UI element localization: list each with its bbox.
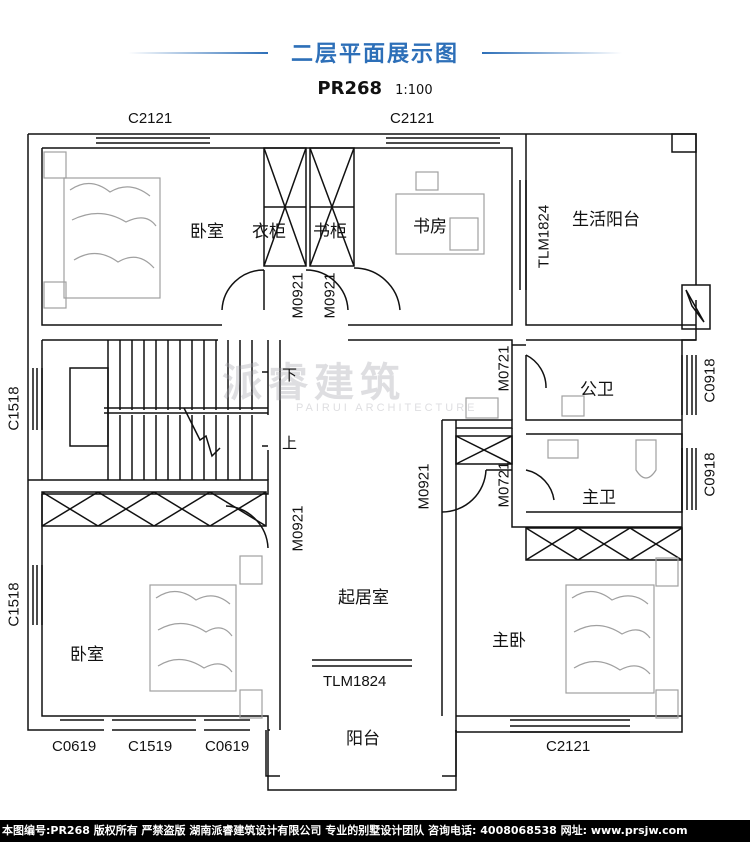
room-living-balcony: 生活阳台 <box>572 210 640 230</box>
dim-window-left-lower: C1518 <box>5 582 23 627</box>
plan-code-line: PR268 1:100 <box>0 78 750 99</box>
dim-door-public-bath: M0721 <box>495 345 513 392</box>
dim-window-public-bath: C0918 <box>701 358 719 403</box>
dim-bottom-win-2: C1519 <box>128 738 173 755</box>
dim-sliding-balcony: TLM1824 <box>323 673 387 690</box>
stair-up-label: 上 <box>282 434 298 452</box>
dim-top-mid-window: C2121 <box>390 110 435 127</box>
room-wardrobe: 衣柜 <box>252 222 286 242</box>
dim-sliding-study: TLM1824 <box>535 204 553 269</box>
plan-scale: 1:100 <box>395 83 433 98</box>
dim-window-left-upper: C1518 <box>5 386 23 431</box>
room-study: 书房 <box>413 217 447 237</box>
room-bedroom-nw: 卧室 <box>190 222 224 242</box>
room-bookcase: 书柜 <box>313 222 347 242</box>
room-bedroom-sw: 卧室 <box>70 645 104 665</box>
dim-door-sw-bedroom: M0921 <box>289 505 307 552</box>
room-master-bath: 主卫 <box>582 488 616 508</box>
dim-top-left-window: C2121 <box>128 110 173 127</box>
page-title: 二层平面展示图 <box>290 42 459 67</box>
room-public-bath: 公卫 <box>580 380 614 400</box>
dim-bottom-win-1: C0619 <box>52 738 97 755</box>
room-living: 起居室 <box>338 588 389 608</box>
dim-door-study: M0921 <box>321 272 339 319</box>
dim-door-master-bedroom: M0921 <box>415 463 433 510</box>
room-balcony: 阳台 <box>346 729 380 749</box>
stair-down-label: 下 <box>282 366 298 384</box>
dim-bottom-right-window: C2121 <box>546 738 591 755</box>
room-master-bedroom: 主卧 <box>492 631 526 651</box>
dim-window-master-bath: C0918 <box>701 452 719 497</box>
title-rule-left <box>128 52 268 54</box>
dim-door-wardrobe: M0921 <box>289 272 307 319</box>
watermark: 派睿建筑 <box>222 360 406 406</box>
plan-code: PR268 <box>317 78 383 99</box>
dim-bottom-win-3: C0619 <box>205 738 250 755</box>
dim-door-master-bath: M0721 <box>495 461 513 508</box>
copyright-footer: 本图编号:PR268 版权所有 严禁盗版 湖南派睿建筑设计有限公司 专业的别墅设… <box>0 820 750 842</box>
watermark-sub: PAIRUI ARCHITECTURE <box>296 402 478 414</box>
